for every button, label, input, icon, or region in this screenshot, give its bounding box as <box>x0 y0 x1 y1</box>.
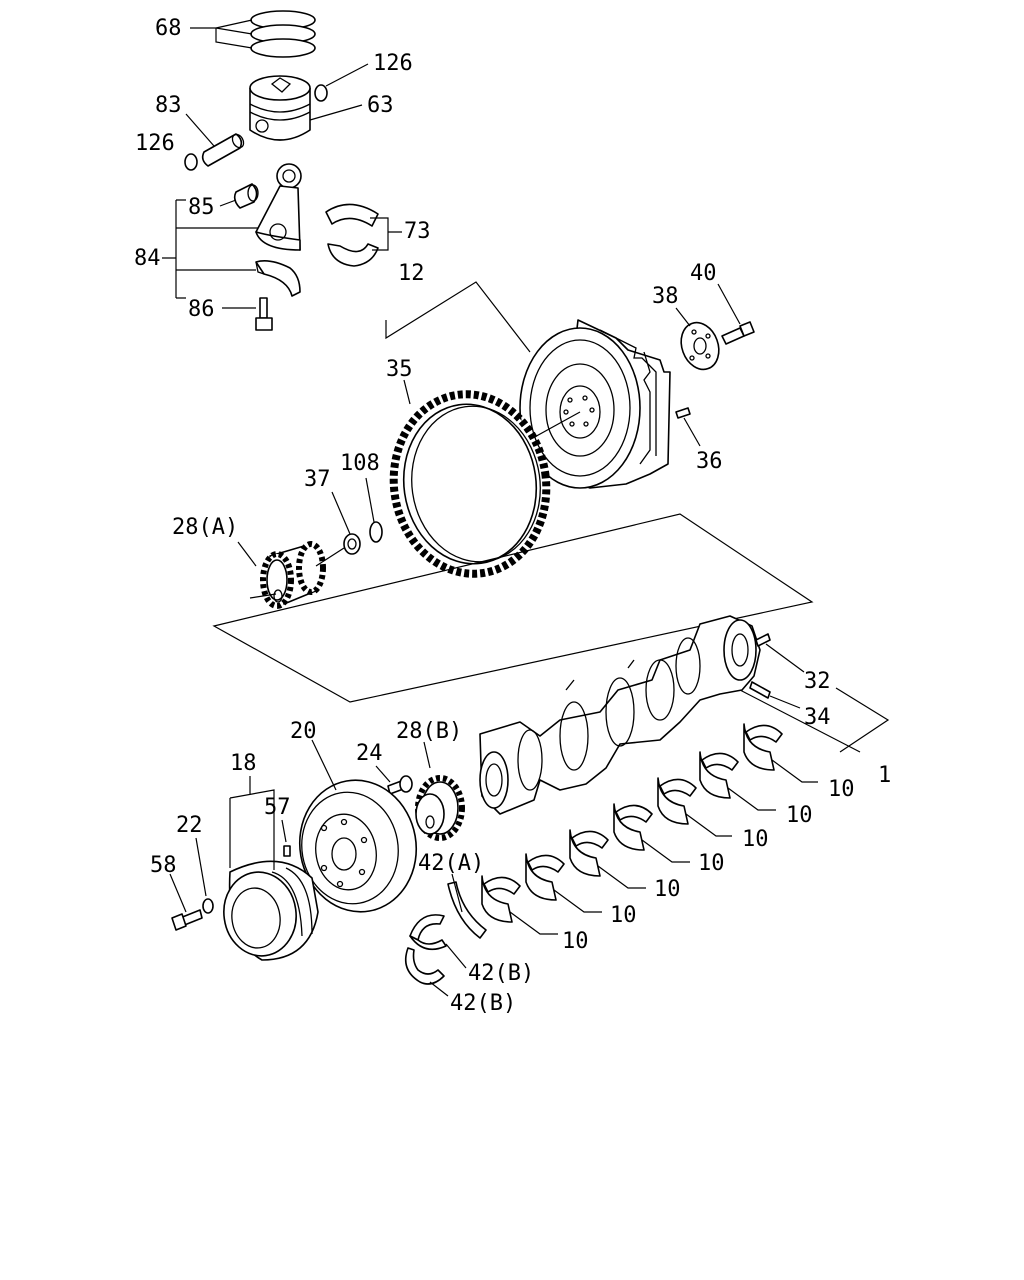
flywheel-plate[interactable] <box>675 317 725 374</box>
label-42a: 42(A) <box>418 851 484 876</box>
label-12: 12 <box>398 261 425 286</box>
label-126-lower: 126 <box>135 131 175 156</box>
label-126-upper: 126 <box>373 51 413 76</box>
ring-gear[interactable] <box>382 384 558 583</box>
label-34: 34 <box>804 705 831 730</box>
label-42b-upper: 42(B) <box>468 961 534 986</box>
label-28b: 28(B) <box>396 719 462 744</box>
label-10-7: 10 <box>828 777 855 802</box>
rod-bolt[interactable] <box>255 297 273 331</box>
snap-ring-lower[interactable] <box>184 153 198 171</box>
main-bearing-4[interactable] <box>613 803 690 863</box>
timing-gear-b[interactable] <box>415 775 465 841</box>
label-38: 38 <box>652 284 679 309</box>
main-bearing-7[interactable] <box>743 723 818 783</box>
rod-bearing-lower[interactable] <box>327 243 379 267</box>
label-84: 84 <box>134 246 161 271</box>
crankshaft-group-frame <box>212 513 814 703</box>
connecting-rod[interactable] <box>255 163 302 251</box>
piston-rings[interactable] <box>190 10 316 58</box>
crank-pulley[interactable] <box>219 860 319 961</box>
label-36: 36 <box>696 449 723 474</box>
damper-pulley[interactable] <box>289 771 426 921</box>
main-bearing-2[interactable] <box>525 853 602 913</box>
flywheel[interactable] <box>519 327 641 489</box>
label-85: 85 <box>188 195 215 220</box>
main-bearing-3[interactable] <box>569 829 646 889</box>
label-10-4: 10 <box>698 851 725 876</box>
label-32: 32 <box>804 669 831 694</box>
label-35: 35 <box>386 357 413 382</box>
label-10-2: 10 <box>610 903 637 928</box>
label-10-5: 10 <box>742 827 769 852</box>
label-57: 57 <box>264 795 291 820</box>
thrust-washer-a[interactable] <box>447 881 487 939</box>
label-10-6: 10 <box>786 803 813 828</box>
snap-ring-108[interactable] <box>369 521 383 543</box>
rod-cap[interactable] <box>255 260 301 297</box>
label-40: 40 <box>690 261 717 286</box>
label-1: 1 <box>878 763 891 788</box>
label-42b-lower: 42(B) <box>450 991 516 1016</box>
gear-bolt[interactable] <box>387 775 413 795</box>
rod-bushing[interactable] <box>233 183 259 209</box>
label-18: 18 <box>230 751 257 776</box>
crankshaft[interactable] <box>479 615 761 815</box>
label-68: 68 <box>155 16 182 41</box>
pulley-bolt[interactable] <box>171 909 203 931</box>
flywheel-group-bracket <box>385 281 531 353</box>
flywheel-bolt[interactable] <box>721 321 755 345</box>
label-108: 108 <box>340 451 380 476</box>
main-bearing-1[interactable] <box>481 875 558 935</box>
label-22: 22 <box>176 813 203 838</box>
rod-bearing-upper[interactable] <box>325 203 379 227</box>
piston-pin[interactable] <box>185 113 246 167</box>
snap-ring-upper[interactable] <box>314 63 369 102</box>
main-bearing-6[interactable] <box>699 751 776 811</box>
label-37: 37 <box>304 467 331 492</box>
label-63: 63 <box>367 93 394 118</box>
label-24: 24 <box>356 741 383 766</box>
pulley-washer[interactable] <box>202 898 214 914</box>
piston[interactable] <box>249 75 363 141</box>
label-20: 20 <box>290 719 317 744</box>
label-10-1: 10 <box>562 929 589 954</box>
pilot-bearing[interactable] <box>343 533 361 555</box>
label-83: 83 <box>155 93 182 118</box>
thrust-washer-b-lower[interactable] <box>404 947 445 985</box>
label-10-3: 10 <box>654 877 681 902</box>
label-58: 58 <box>150 853 177 878</box>
pulley-key[interactable] <box>283 845 291 857</box>
label-86: 86 <box>188 297 215 322</box>
thrust-washer-b-upper[interactable] <box>409 914 447 951</box>
dowel-pin[interactable] <box>675 407 691 419</box>
timing-gear-a[interactable] <box>260 541 326 609</box>
label-28a: 28(A) <box>172 515 238 540</box>
crank-pin-32[interactable] <box>755 633 771 647</box>
crank-pin-34[interactable] <box>749 681 771 699</box>
main-bearing-5[interactable] <box>657 777 732 837</box>
label-73: 73 <box>404 219 431 244</box>
